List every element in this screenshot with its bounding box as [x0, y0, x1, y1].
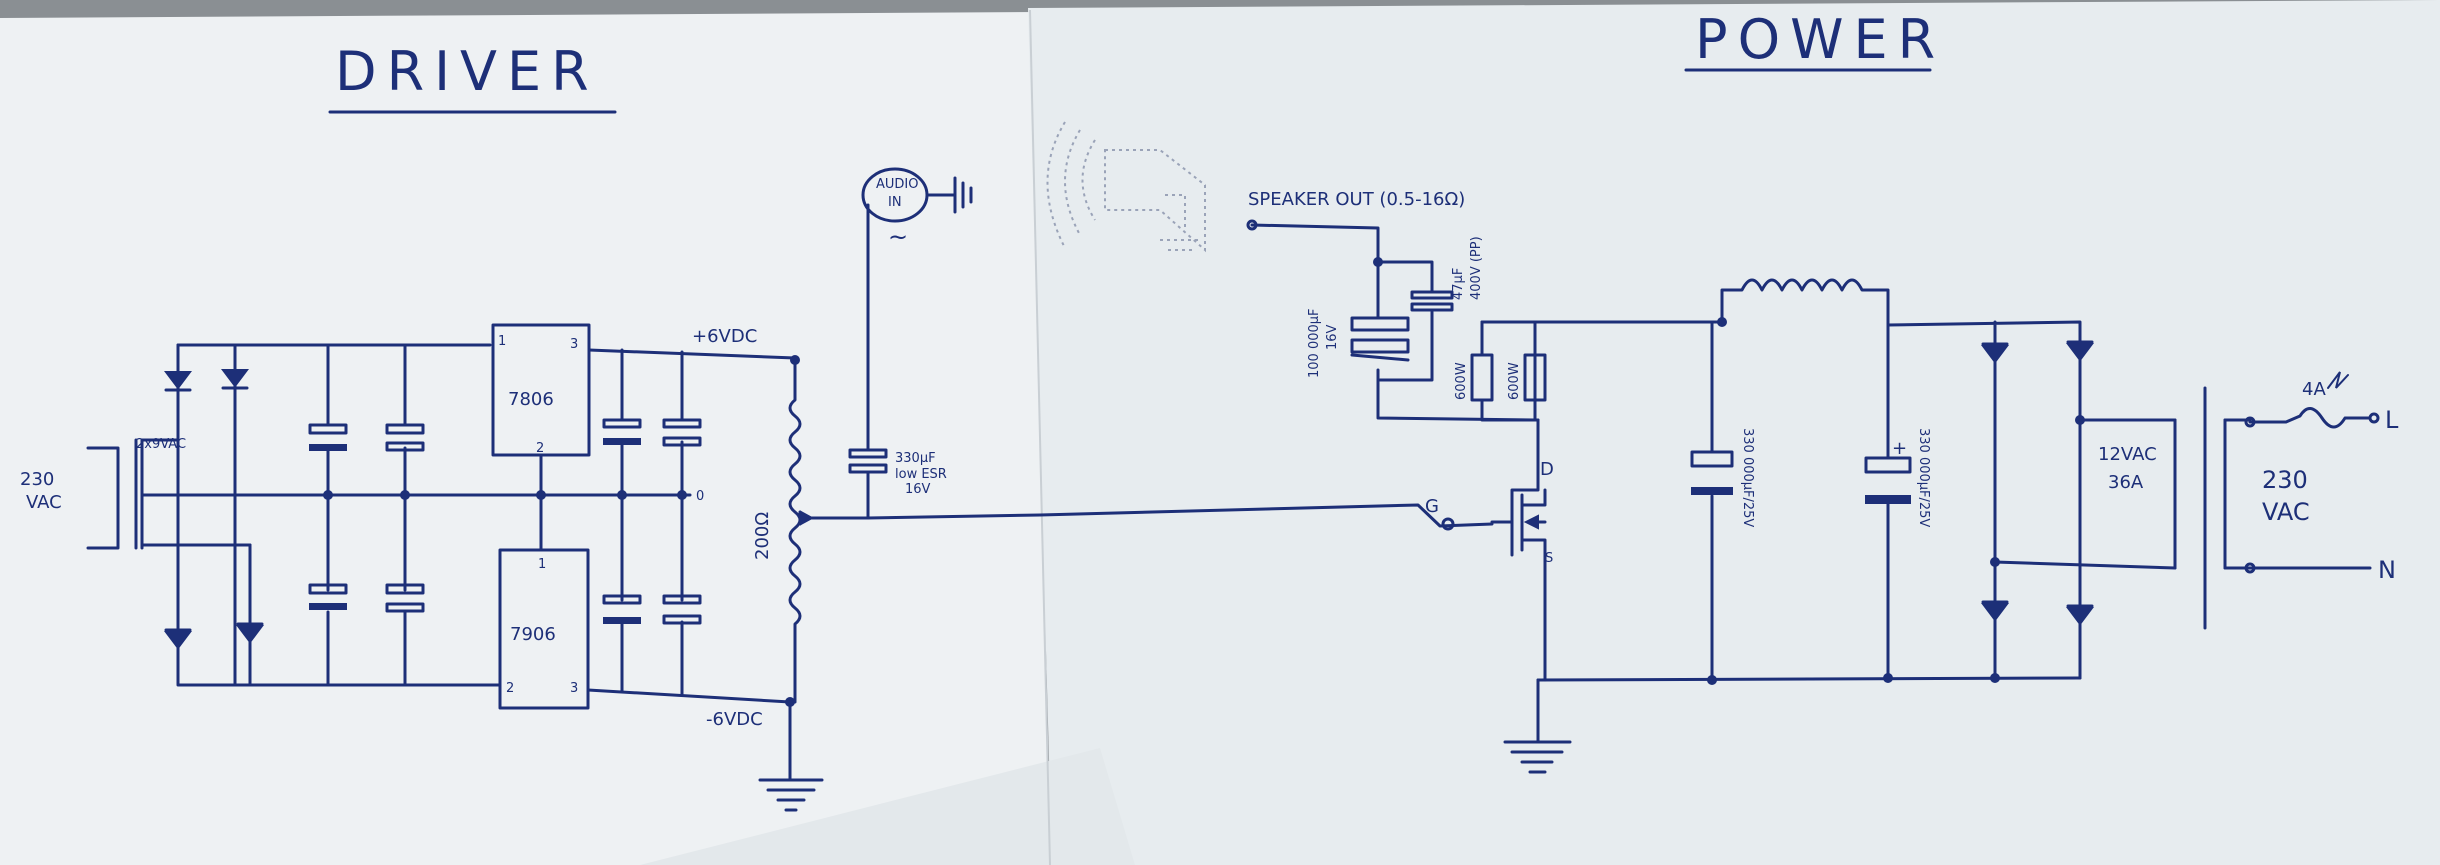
svg-text:low ESR: low ESR — [895, 467, 947, 482]
svg-text:VAC: VAC — [2262, 498, 2310, 526]
filter-cap-2 — [1864, 323, 1912, 680]
bridge-diode-3 — [164, 631, 192, 650]
power-ground — [1503, 678, 1572, 774]
reg-7906-name: 7906 — [510, 624, 556, 645]
drain-resistors — [1470, 320, 1724, 422]
svg-text:100 000µF: 100 000µF — [1307, 308, 1322, 378]
zero-node-label: 0 — [696, 489, 704, 504]
coupling-cap — [848, 448, 888, 459]
svg-text:VAC: VAC — [26, 492, 62, 513]
driver-primary-winding — [86, 446, 120, 550]
reg-7806-pin3: 3 — [570, 337, 578, 352]
rail-pos-label: +6VDC — [692, 326, 757, 347]
svg-text:16V: 16V — [905, 482, 931, 497]
audio-in-label-2: IN — [888, 195, 902, 210]
coupling-cap-label: 330µF low ESR 16V — [895, 451, 947, 497]
reg-7906 — [498, 548, 590, 710]
speaker-out-label: SPEAKER OUT (0.5-16Ω) — [1248, 189, 1465, 210]
reg-7906-pin3: 3 — [570, 681, 578, 696]
mosfet-source-label: S — [1545, 551, 1553, 566]
fuse-label: 4A — [2302, 379, 2326, 400]
power-title: POWER — [1695, 8, 1945, 71]
power-paper — [1028, 0, 2440, 865]
svg-text:47µF: 47µF — [1451, 268, 1466, 300]
svg-text:16V: 16V — [1325, 324, 1340, 350]
output-cap-bank — [1350, 257, 1537, 422]
reg-7906-pin1: 1 — [538, 557, 546, 572]
power-section: POWER SPEAKER OUT (0.5-16Ω) 100 000µF 16… — [1038, 8, 2399, 774]
power-transformer-label: 12VAC 36A — [2098, 444, 2157, 493]
power-gnd-rail — [1536, 676, 2082, 682]
cap-film-label: 47µF 400V (PP) — [1451, 236, 1484, 300]
rail-neg-label: -6VDC — [706, 709, 763, 730]
res-b-label: 600W — [1507, 362, 1522, 400]
svg-text:36A: 36A — [2108, 472, 2144, 493]
filter-cap-2-polarity: + — [1892, 438, 1907, 459]
filter-cap-2-label: 330 000µF/25V — [1916, 428, 1931, 527]
svg-text:230: 230 — [2262, 466, 2308, 494]
filter-cap-1 — [1690, 320, 1734, 682]
pot-label: 200Ω — [752, 512, 773, 560]
audio-ground — [925, 176, 973, 214]
speaker-out-wire — [1250, 223, 1380, 264]
inductor — [1720, 278, 1890, 327]
power-mains-label: 230 VAC — [2262, 466, 2310, 526]
svg-text:400V (PP): 400V (PP) — [1469, 236, 1484, 300]
svg-text:12VAC: 12VAC — [2098, 444, 2157, 465]
svg-text:330µF: 330µF — [895, 451, 936, 466]
speaker-sketch — [1046, 121, 1206, 253]
res-a-label: 600W — [1454, 362, 1469, 400]
live-wire — [2223, 407, 2372, 429]
power-bridge — [1886, 320, 2177, 680]
fuse-arrow — [2327, 371, 2349, 389]
reg-7906-pin2: 2 — [506, 681, 514, 696]
cap-big-label: 100 000µF 16V — [1307, 308, 1340, 378]
gate-wire — [1038, 503, 1494, 528]
audio-in-label: AUDIO — [876, 177, 919, 192]
driver-input-caps — [308, 343, 425, 687]
reg-7806-pin1: 1 — [498, 334, 506, 349]
driver-section: DRIVER 230 VAC 2x9VAC — [20, 40, 1042, 812]
filter-cap-1-label: 330 000µF/25V — [1740, 428, 1755, 527]
reg-7806-pin2: 2 — [536, 441, 544, 456]
driver-ground — [758, 700, 824, 812]
paper-seam — [1029, 9, 1051, 865]
driver-output-caps — [602, 348, 702, 696]
mosfet — [1490, 418, 1547, 682]
bridge-diode-1 — [164, 371, 192, 390]
pot-200-ohm — [788, 356, 802, 704]
driver-neg-input-rail — [248, 543, 502, 687]
driver-mains-label: 230 VAC — [20, 469, 62, 513]
ac-symbol: ~ — [888, 223, 908, 251]
reg-7806-name: 7806 — [508, 389, 554, 410]
mosfet-drain-label: D — [1540, 459, 1554, 480]
paper-fold — [640, 748, 1135, 865]
live-label: L — [2385, 406, 2399, 434]
mosfet-gate-label: G — [1425, 496, 1439, 517]
neutral-label: N — [2378, 556, 2396, 584]
driver-title: DRIVER — [335, 40, 599, 103]
svg-text:230: 230 — [20, 469, 54, 490]
driver-paper — [0, 12, 1048, 865]
bridge-diode-2 — [221, 369, 249, 388]
